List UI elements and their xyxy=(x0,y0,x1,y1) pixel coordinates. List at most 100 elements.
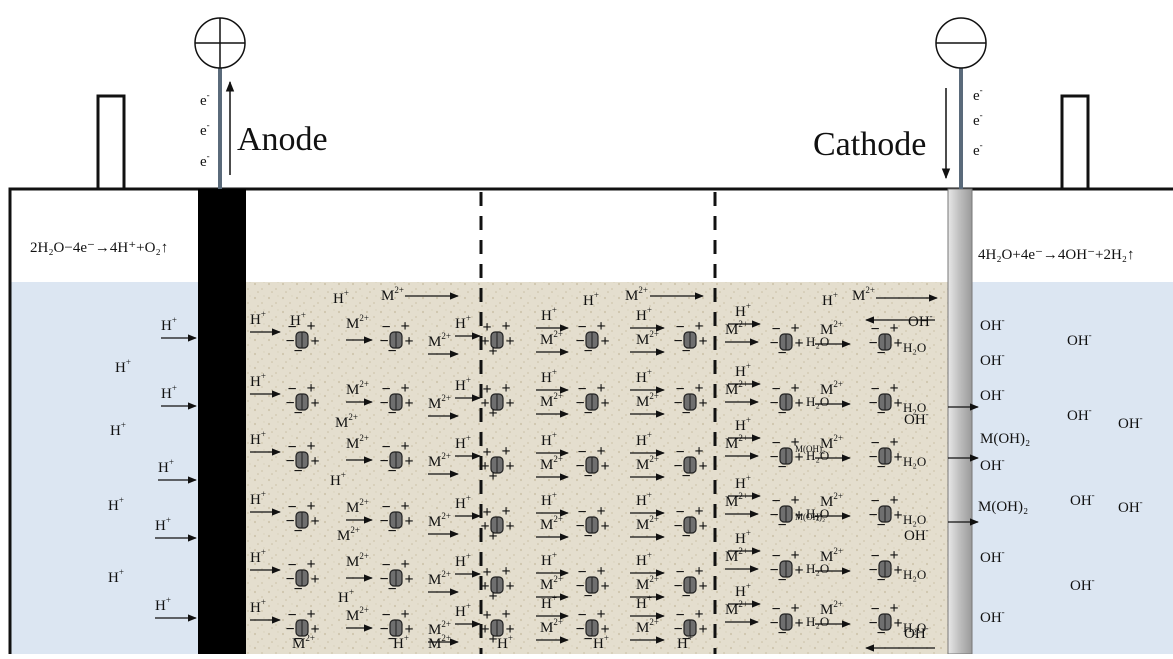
hydrogen-ion-charge: + xyxy=(552,593,557,603)
metal-hydroxide: M(OH)₂ xyxy=(795,512,825,522)
double-layer-charge: − xyxy=(681,588,690,605)
hydrogen-ion-charge: + xyxy=(552,367,557,377)
double-layer-charge: − xyxy=(387,523,396,540)
metal-ion-symbol: M xyxy=(346,554,359,570)
double-layer-charge: − xyxy=(675,319,684,336)
water-molecule: H₂O xyxy=(903,620,926,635)
double-layer-charge: + xyxy=(790,434,799,451)
metal-ion-charge: 2+ xyxy=(359,313,369,323)
hydroxide-ion: OH- xyxy=(980,350,1005,369)
double-layer-charge: + xyxy=(480,578,489,595)
metal-ion-symbol: M xyxy=(625,288,638,304)
double-layer-charge: − xyxy=(870,548,879,565)
anode-plate xyxy=(198,189,246,654)
double-layer-charge: − xyxy=(777,405,786,422)
double-layer-charge: + xyxy=(482,504,491,521)
hydrogen-ion-charge: + xyxy=(261,489,266,499)
metal-ion: M2+ xyxy=(725,379,748,398)
metal-ion-symbol: M xyxy=(428,514,441,530)
hydrogen-ion-charge: + xyxy=(126,357,131,367)
metal-ion: M2+ xyxy=(346,379,369,398)
double-layer-charge: − xyxy=(681,405,690,422)
double-layer-charge: + xyxy=(600,621,609,638)
double-layer-charge: + xyxy=(790,492,799,509)
metal-ion: M2+ xyxy=(292,633,315,652)
double-layer-charge: − xyxy=(673,333,682,350)
hydrogen-ion-charge: + xyxy=(647,430,652,440)
hydrogen-ion-charge: + xyxy=(604,633,609,643)
metal-ion-charge: 2+ xyxy=(553,617,563,627)
double-layer-charge: + xyxy=(698,333,707,350)
hydrogen-ion: H+ xyxy=(108,495,124,514)
double-layer-charge: + xyxy=(501,318,510,335)
metal-ion: M2+ xyxy=(725,491,748,510)
double-layer-charge: − xyxy=(381,499,390,516)
double-layer-charge: − xyxy=(868,449,877,466)
hydroxide-ion-symbol: OH xyxy=(1118,500,1140,516)
hydrogen-ion-charge: + xyxy=(552,305,557,315)
double-layer-charge: − xyxy=(577,319,586,336)
metal-ion-charge: 2+ xyxy=(649,514,659,524)
double-layer-charge: + xyxy=(404,395,413,412)
double-layer-charge: + xyxy=(306,380,315,397)
hydroxide-ion: OH- xyxy=(904,623,929,642)
hydroxide-ion-charge: - xyxy=(1002,455,1005,465)
double-layer-charge: + xyxy=(600,578,609,595)
double-layer-charge: + xyxy=(400,606,409,623)
metal-ion-charge: 2+ xyxy=(553,329,563,339)
metal-ion-charge: 2+ xyxy=(441,569,451,579)
double-layer-charge: + xyxy=(501,503,510,520)
metal-ion-charge: 2+ xyxy=(833,319,843,329)
metal-ion-charge: 2+ xyxy=(738,433,748,443)
hydrogen-ion-charge: + xyxy=(172,383,177,393)
hydrogen-ion-charge: + xyxy=(466,493,471,503)
metal-ion: M2+ xyxy=(428,619,451,638)
hydrogen-ion: H+ xyxy=(636,550,652,569)
double-layer-charge: − xyxy=(777,459,786,476)
hydrogen-ion: H+ xyxy=(158,457,174,476)
hydrogen-ion: H+ xyxy=(497,633,513,652)
metal-ion-charge: 2+ xyxy=(553,574,563,584)
hydrogen-ion: H+ xyxy=(250,489,266,508)
metal-ion: M2+ xyxy=(820,599,843,618)
double-layer-charge: + xyxy=(794,395,803,412)
double-layer-charge: + xyxy=(698,518,707,535)
double-layer-charge: − xyxy=(293,463,302,480)
metal-ion-charge: 2+ xyxy=(553,514,563,524)
double-layer-charge: − xyxy=(876,625,885,642)
hydrogen-ion: H+ xyxy=(330,470,346,489)
hydrogen-ion: H+ xyxy=(541,490,557,509)
hydroxide-ion: OH- xyxy=(980,315,1005,334)
hydrogen-ion-charge: + xyxy=(552,430,557,440)
metal-ion-symbol: M xyxy=(428,454,441,470)
water-molecule: H₂O xyxy=(806,506,829,521)
hydrogen-ion-symbol: H xyxy=(455,378,466,394)
hydroxide-ion: OH- xyxy=(1118,413,1143,432)
double-layer-charge: − xyxy=(379,621,388,638)
double-layer-charge: − xyxy=(583,528,592,545)
hydrogen-ion-symbol: H xyxy=(455,496,466,512)
metal-ion: M2+ xyxy=(820,379,843,398)
metal-ion-symbol: M xyxy=(852,288,865,304)
double-layer-charge: + xyxy=(596,443,605,460)
metal-ion-symbol: M xyxy=(540,517,553,533)
metal-hydroxide: M(OH)₂ xyxy=(795,444,825,454)
metal-ion-symbol: M xyxy=(636,517,649,533)
hydrogen-ion-charge: + xyxy=(647,550,652,560)
double-layer-charge: − xyxy=(285,395,294,412)
double-layer-charge: + xyxy=(404,453,413,470)
double-layer-charge: − xyxy=(673,395,682,412)
double-layer-charge: + xyxy=(889,492,898,509)
double-layer-charge: + xyxy=(794,615,803,632)
double-layer-charge: + xyxy=(505,458,514,475)
hydroxide-ion: OH- xyxy=(980,547,1005,566)
double-layer-charge: − xyxy=(583,405,592,422)
double-layer-charge: − xyxy=(575,621,584,638)
metal-ion-symbol: M xyxy=(725,382,738,398)
double-layer-charge: + xyxy=(600,333,609,350)
metal-ion: M2+ xyxy=(428,569,451,588)
cathode-reaction: 4H₂O+4e⁻→4OH⁻+2H₂↑ xyxy=(978,247,1135,263)
metal-ion: M2+ xyxy=(636,617,659,636)
